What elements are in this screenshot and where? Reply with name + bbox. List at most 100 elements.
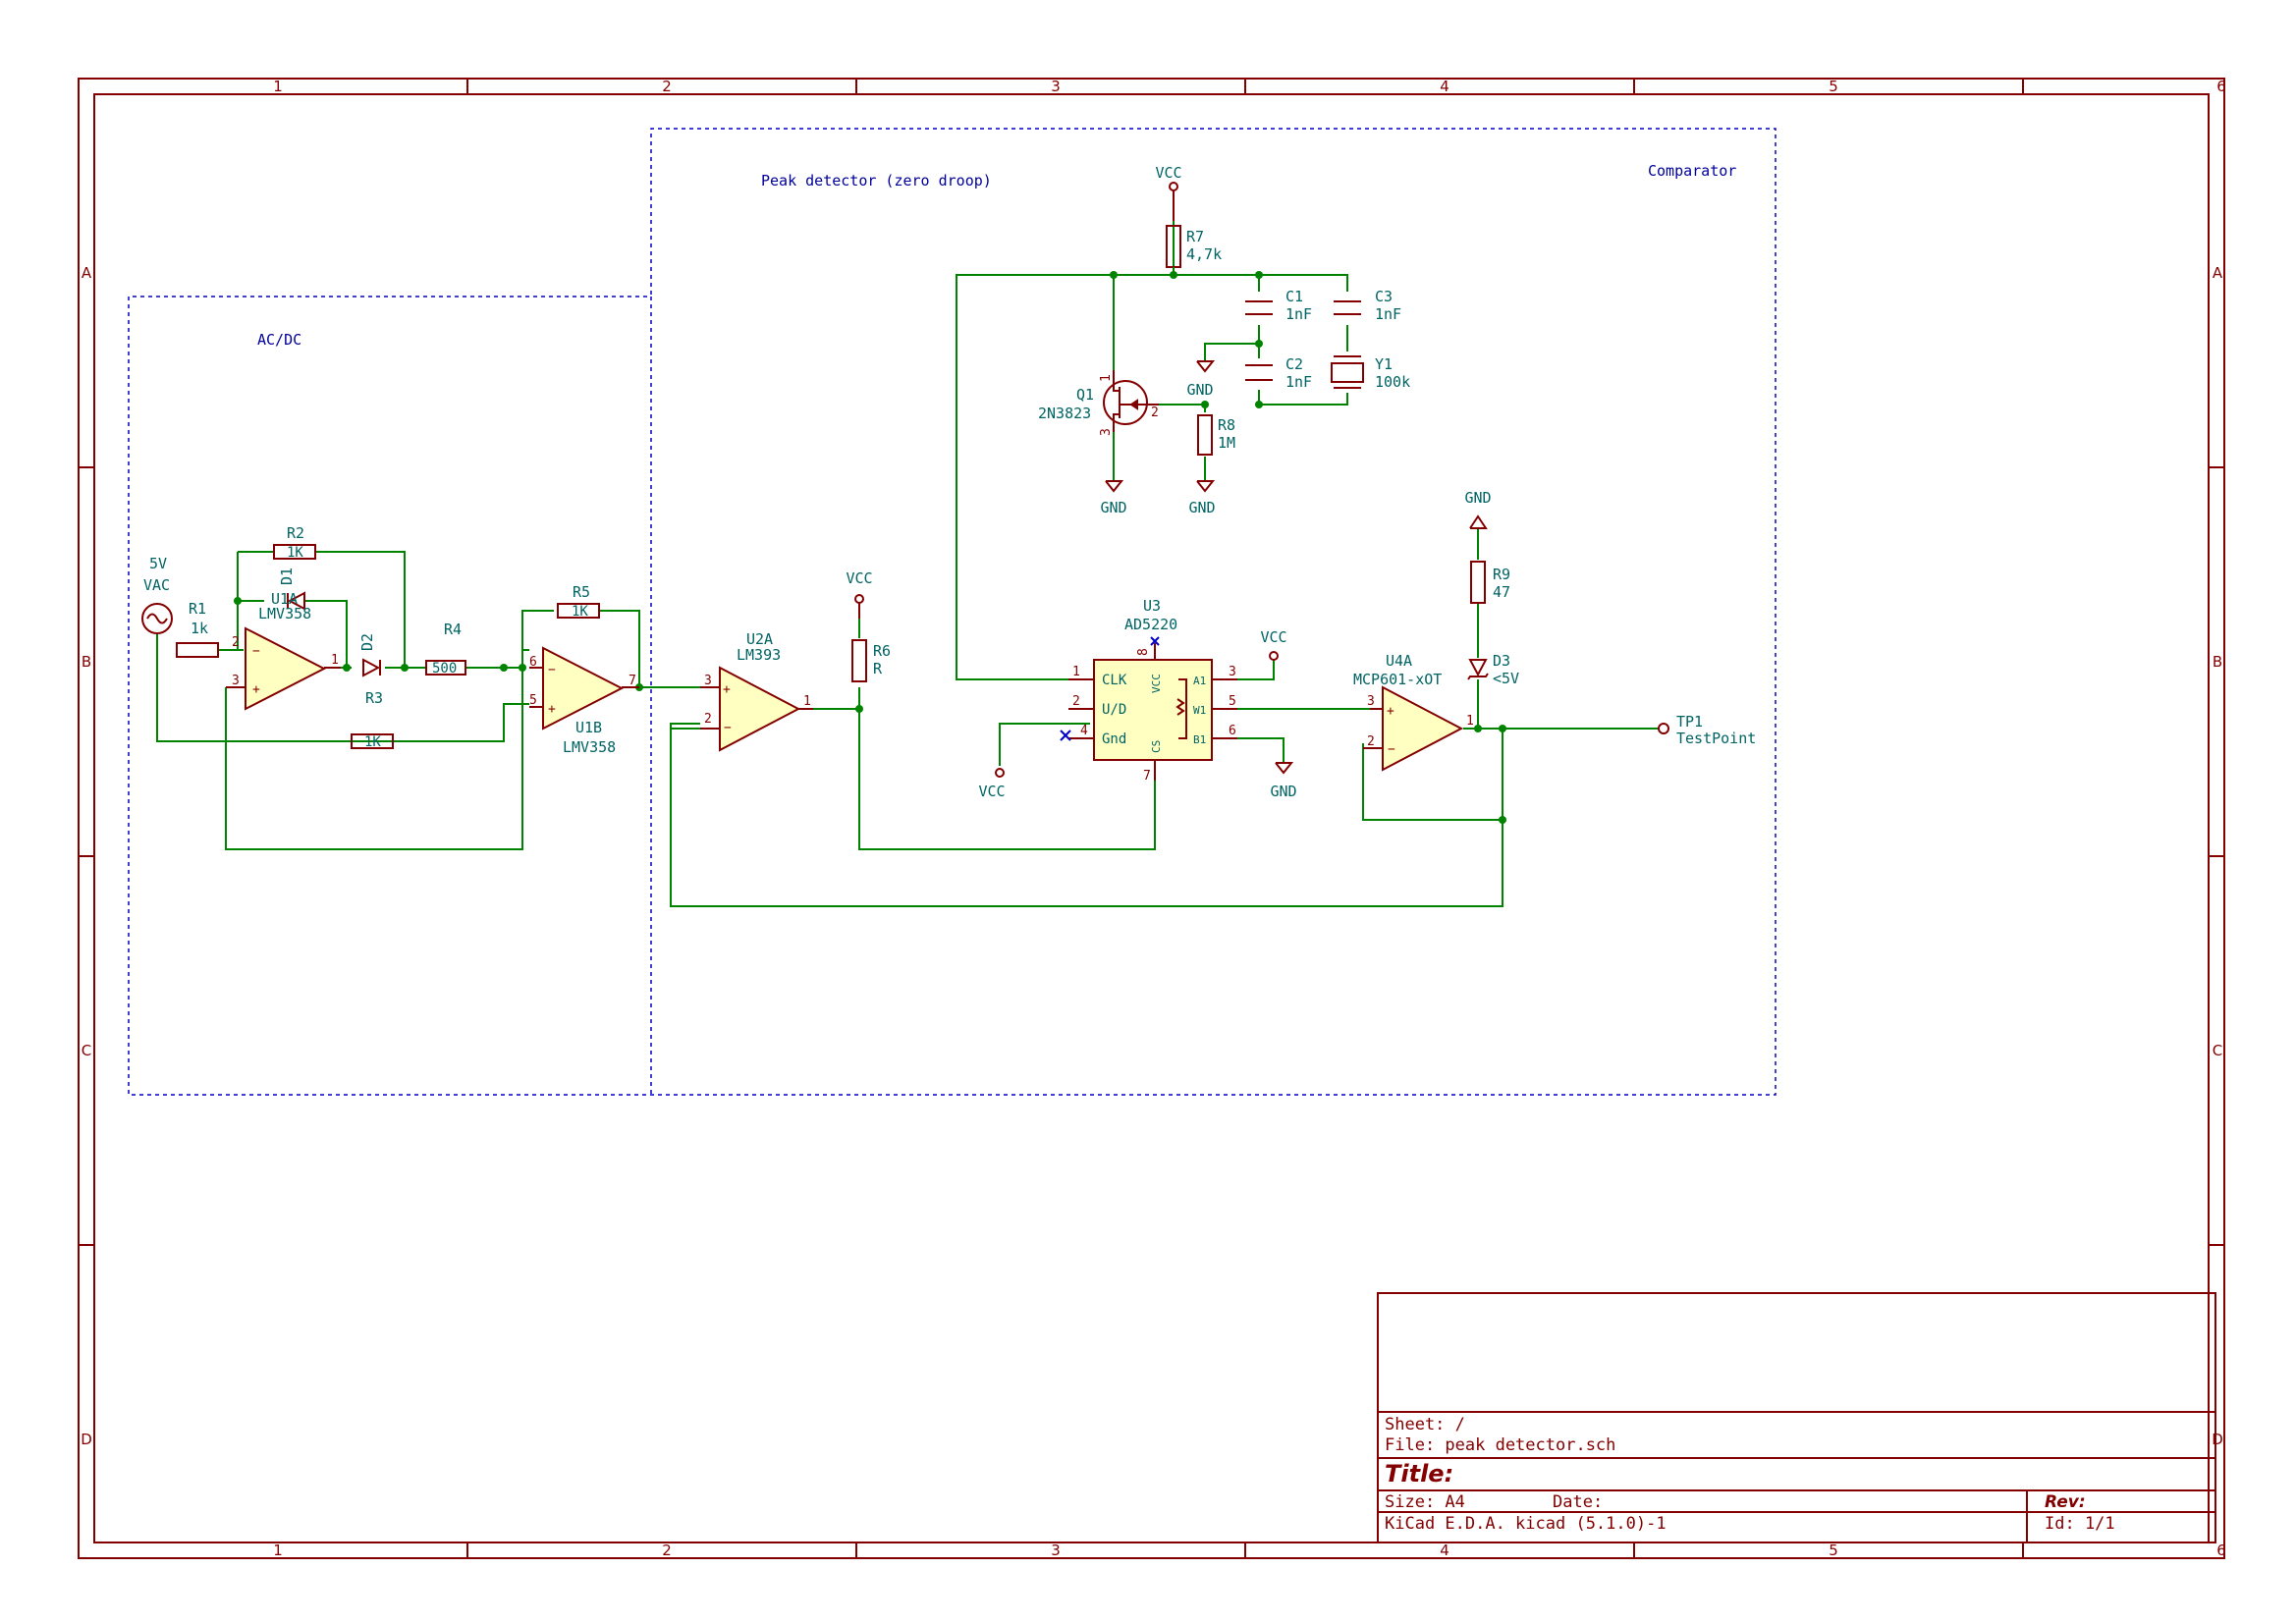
junction-dot: [855, 705, 863, 713]
svg-text:3: 3: [1229, 665, 1236, 679]
jfet-q1[interactable]: 2 1 3 Q1 2N3823: [1038, 370, 1159, 436]
r6-value: R: [873, 660, 883, 677]
comparator-u2a[interactable]: + − 3 2 1 U2A LM393: [700, 630, 813, 752]
resistor-r3[interactable]: 1K: [351, 733, 394, 750]
junction-dot: [1201, 401, 1209, 408]
r5-value: 1K: [572, 604, 588, 620]
resistor-r2[interactable]: R2 1K: [273, 524, 316, 561]
vac-value: VAC: [143, 576, 170, 594]
capacitor-c3[interactable]: C3 1nF: [1334, 288, 1401, 323]
junctions: [234, 271, 1506, 824]
resistor-r6[interactable]: R6 R: [851, 639, 891, 682]
resistor-r5[interactable]: R5 1K: [557, 583, 600, 620]
testpoint-tp1[interactable]: TP1 TestPoint: [1658, 713, 1756, 747]
date-label: Date:: [1553, 1492, 1603, 1512]
svg-text:5: 5: [1229, 694, 1236, 709]
u1a-value: LMV358: [258, 605, 311, 622]
border-row-labels: A B C D A B C D: [81, 264, 2223, 1448]
col-label: 4: [1440, 78, 1449, 95]
col-label: 2: [662, 1542, 672, 1559]
r7-ref: R7: [1186, 228, 1204, 245]
id-label: Id: 1/1: [2045, 1514, 2115, 1534]
diode-d1[interactable]: D1: [278, 568, 305, 611]
u2a-value: LM393: [737, 646, 781, 664]
diode-d2[interactable]: D2: [358, 633, 381, 677]
svg-text:7: 7: [1143, 769, 1151, 784]
u4a-value: MCP601-xOT: [1353, 671, 1442, 688]
col-label: 6: [2216, 78, 2226, 95]
svg-text:2: 2: [1367, 734, 1375, 749]
gnd-power-q1: GND: [1100, 480, 1127, 516]
r8-ref: R8: [1218, 416, 1235, 434]
gnd-power-u3-b1: GND: [1270, 762, 1297, 800]
junction-dot: [1255, 271, 1263, 279]
svg-text:VCC: VCC: [846, 569, 872, 587]
opamp-u1a[interactable]: − + 2 3 1 U1A LMV358: [226, 590, 341, 711]
row-label: C: [82, 1042, 91, 1059]
svg-text:−: −: [548, 663, 556, 677]
u2a-ref: U2A: [746, 630, 773, 648]
r2-ref: R2: [287, 524, 304, 542]
col-label: 3: [1051, 78, 1061, 95]
resistor-r7[interactable]: R7 4,7k: [1166, 225, 1222, 268]
capacitor-c2[interactable]: C2 1nF: [1245, 355, 1312, 391]
svg-text:GND: GND: [1464, 489, 1491, 507]
tp1-value: TestPoint: [1676, 730, 1756, 747]
svg-text:A1: A1: [1193, 675, 1206, 687]
opamp-u4a[interactable]: + − 3 2 1 U4A MCP601-xOT: [1353, 652, 1474, 772]
svg-text:W1: W1: [1193, 704, 1206, 717]
row-label: D: [2212, 1431, 2223, 1448]
u1b-ref: U1B: [575, 719, 602, 736]
svg-text:CLK: CLK: [1102, 673, 1127, 688]
q1-ref: Q1: [1076, 386, 1094, 404]
note-peak-detector: Peak detector (zero droop): [761, 172, 992, 189]
resistor-r8[interactable]: R8 1M: [1197, 414, 1235, 456]
note-comparator: Comparator: [1648, 162, 1736, 180]
c1-value: 1nF: [1285, 305, 1312, 323]
d3-value: <5V: [1493, 670, 1519, 687]
resistor-r9[interactable]: R9 47: [1470, 561, 1510, 604]
svg-text:+: +: [252, 682, 260, 697]
svg-text:GND: GND: [1100, 499, 1126, 516]
col-label: 1: [273, 78, 283, 95]
row-label: C: [2213, 1042, 2222, 1059]
resistor-r1[interactable]: R1 1k: [176, 600, 219, 658]
zener-d3[interactable]: D3 <5V: [1467, 652, 1519, 687]
rev-label: Rev:: [2045, 1492, 2086, 1512]
svg-text:−: −: [252, 644, 260, 659]
svg-text:5: 5: [529, 693, 537, 708]
svg-text:VCC: VCC: [1155, 164, 1181, 182]
sheet-border: [78, 78, 2225, 1559]
svg-text:+: +: [723, 682, 731, 697]
svg-text:1: 1: [1099, 374, 1114, 382]
u3-value: AD5220: [1124, 616, 1177, 633]
svg-text:2: 2: [1072, 694, 1080, 709]
resistor-r4[interactable]: R4 500: [425, 621, 466, 676]
svg-text:6: 6: [1229, 724, 1236, 738]
r9-ref: R9: [1493, 566, 1510, 583]
crystal-y1[interactable]: Y1 100k: [1331, 355, 1410, 391]
svg-text:VCC: VCC: [978, 783, 1005, 800]
d3-ref: D3: [1493, 652, 1510, 670]
svg-text:VCC: VCC: [1150, 674, 1163, 693]
svg-text:7: 7: [629, 674, 636, 688]
sheet-name: Sheet: /: [1385, 1415, 1465, 1434]
y1-value: 100k: [1375, 373, 1410, 391]
opamp-u1b[interactable]: − + 6 5 7 U1B LMV358: [529, 646, 639, 756]
u1a-ref: U1A: [271, 590, 298, 608]
junction-dot: [1255, 401, 1263, 408]
svg-text:GND: GND: [1186, 381, 1213, 399]
r1-value: 1k: [191, 620, 208, 637]
svg-text:6: 6: [529, 655, 537, 670]
svg-text:−: −: [724, 721, 732, 735]
vcc-power-u3-ud: VCC: [978, 768, 1006, 800]
capacitor-c1[interactable]: C1 1nF: [1245, 288, 1312, 323]
svg-text:1: 1: [1466, 714, 1474, 729]
svg-text:8: 8: [1136, 648, 1151, 656]
y1-ref: Y1: [1375, 355, 1393, 373]
col-label: 5: [1829, 1542, 1838, 1559]
row-label: D: [81, 1431, 92, 1448]
vac-source[interactable]: 5V VAC: [141, 555, 173, 634]
digipot-u3[interactable]: U3 AD5220 CLK U/D Gnd A1 W1 B1 VCC CS 1 …: [1068, 597, 1237, 784]
wires: [156, 221, 1660, 907]
